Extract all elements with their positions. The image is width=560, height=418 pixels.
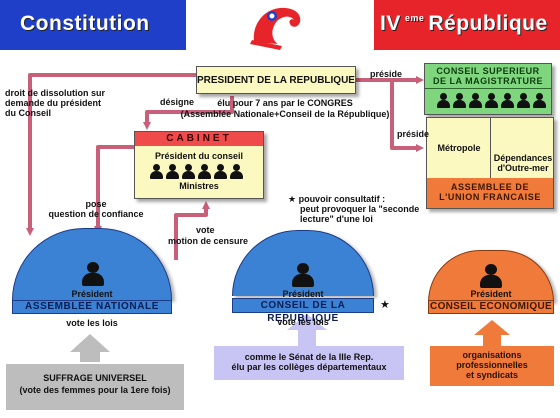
cabinet-members	[135, 161, 263, 181]
republic-council-votes: vote les lois	[277, 317, 329, 327]
csm-line2: DE LA MAGISTRATURE	[425, 76, 551, 89]
union-divider	[490, 118, 491, 178]
assembly-votes: vote les lois	[66, 318, 118, 328]
dissolution-line2: demande du président	[5, 98, 102, 108]
suffrage-line1: SUFFRAGE UNIVERSEL	[43, 373, 147, 383]
pose-line2: question de confiance	[48, 209, 144, 219]
consultative-line1: ★ pouvoir consultatif :	[288, 194, 386, 204]
person-icon	[292, 263, 314, 287]
union-title-band: ASSEMBLEE DE L'UNION FRANCAISE	[427, 178, 553, 208]
person-icon	[533, 93, 546, 108]
header-superscript: eme	[404, 13, 425, 23]
suffrage-box: SUFFRAGE UNIVERSEL (vote des femmes pour…	[6, 364, 184, 410]
republic-council-label: CONSEIL DE LA REPUBLIQUE	[232, 298, 374, 324]
president-election-line1: élu pour 7 ans par le CONGRES	[217, 98, 353, 108]
organisations-box: organisations professionnelles et syndic…	[430, 346, 554, 386]
suffrage-line2: (vote des femmes pour la 1ere fois)	[19, 385, 171, 395]
vote-line2: motion de censure	[168, 236, 249, 246]
cabinet-title: CABINET	[135, 132, 263, 146]
header-right-title: IV eme République	[380, 12, 548, 36]
person-icon	[214, 164, 227, 179]
president-box: PRESIDENT DE LA REPUBLIQUE	[196, 66, 356, 94]
csm-members	[425, 89, 551, 111]
dissolution-line3: du Conseil	[5, 108, 52, 118]
header-roman: IV	[380, 12, 401, 35]
president-title: PRESIDENT DE LA REPUBLIQUE	[197, 75, 355, 86]
preside-label-union: préside	[397, 129, 430, 139]
designe-label: désigne	[160, 97, 195, 107]
preside-label-csm: préside	[370, 69, 403, 79]
organisations-line2: professionnelles	[456, 360, 528, 370]
person-icon	[150, 164, 163, 179]
organisations-line3: et syndicats	[465, 370, 519, 380]
header-blue-band	[0, 0, 186, 50]
republic-council-president: Président	[282, 289, 324, 299]
person-icon	[485, 93, 498, 108]
person-icon	[469, 93, 482, 108]
phrygian-cap-icon	[250, 7, 301, 50]
cabinet-president: Président du conseil	[154, 151, 244, 161]
person-icon	[517, 93, 530, 108]
person-icon	[82, 262, 104, 286]
economic-council-president: Président	[470, 289, 512, 299]
union-title-line1: ASSEMBLEE DE	[450, 182, 530, 192]
csm-box: CONSEIL SUPERIEUR DE LA MAGISTRATURE	[424, 63, 552, 115]
union-metropole: Métropole	[437, 143, 481, 153]
senate-note-line2: élu par les collèges départementaux	[231, 362, 387, 372]
person-icon	[230, 164, 243, 179]
vote-line1: vote	[196, 225, 215, 235]
assembly-president: Président	[71, 289, 113, 299]
person-icon	[198, 164, 211, 179]
assembly-label: ASSEMBLEE NATIONALE	[12, 300, 172, 314]
president-election-line2: (Assemblée Nationale+Conseil de la Répub…	[180, 109, 390, 119]
csm-line1: CONSEIL SUPERIEUR	[436, 66, 540, 76]
consultative-line3: lecture" d'une loi	[300, 214, 373, 224]
person-icon	[166, 164, 179, 179]
header-red-band	[374, 0, 560, 50]
cabinet-box: CABINET Président du conseil Ministres	[134, 131, 264, 199]
union-title-line2: L'UNION FRANCAISE	[439, 192, 541, 202]
person-icon	[437, 93, 450, 108]
union-box: Métropole Dépendances d'Outre-mer ASSEMB…	[426, 117, 554, 209]
person-icon	[480, 264, 502, 288]
senate-note-box: comme le Sénat de la IIIe Rep. élu par l…	[214, 346, 404, 380]
pose-line1: pose	[85, 199, 107, 209]
person-icon	[501, 93, 514, 108]
union-dependances-line2: d'Outre-mer	[497, 163, 549, 173]
economic-council-label: CONSEIL ECONOMIQUE	[428, 300, 554, 314]
dissolution-line1: droit de dissolution sur	[5, 88, 106, 98]
union-dependances-line1: Dépendances	[493, 153, 553, 163]
header-left-title: Constitution	[20, 12, 150, 35]
header-republique: République	[428, 12, 548, 35]
senate-note-line1: comme le Sénat de la IIIe Rep.	[244, 352, 374, 362]
person-icon	[453, 93, 466, 108]
consultative-line2: peut provoquer la "seconde	[300, 204, 420, 214]
organisations-line1: organisations	[462, 350, 522, 360]
cabinet-ministers: Ministres	[179, 181, 219, 191]
star-icon: ★	[380, 299, 390, 311]
person-icon	[182, 164, 195, 179]
